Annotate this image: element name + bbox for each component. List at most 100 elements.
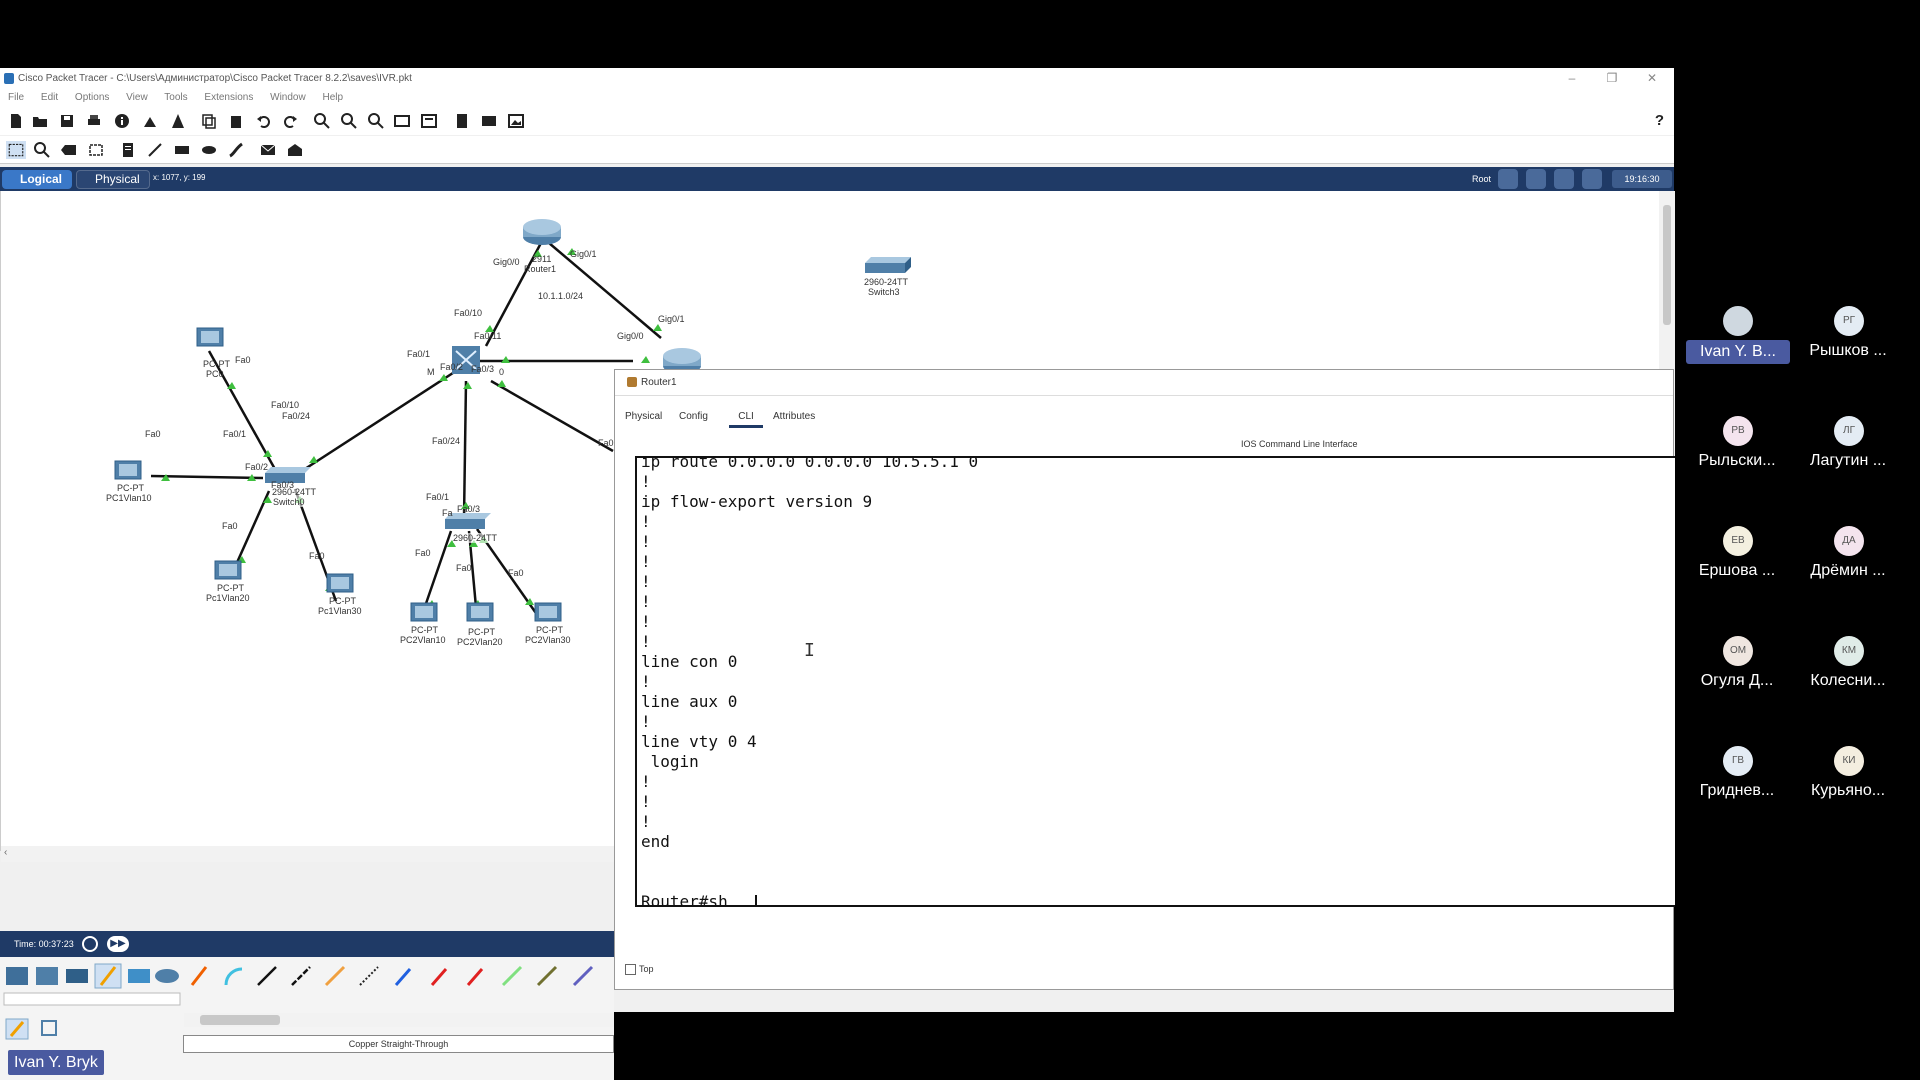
drawing-palette-icon[interactable] (394, 113, 410, 129)
delete-tool-icon[interactable] (61, 142, 77, 158)
tab-attributes[interactable]: Attributes (773, 411, 816, 422)
resize-tool-icon[interactable] (88, 142, 104, 158)
help-icon[interactable]: ? (1654, 112, 1664, 129)
tab-physical[interactable]: Physical (76, 170, 150, 189)
cluster-icon[interactable] (454, 113, 470, 129)
menu-edit[interactable]: Edit (40, 92, 59, 103)
usb-cable-icon (572, 965, 594, 987)
custom-device-icon[interactable] (421, 113, 437, 129)
scroll-left-icon[interactable]: ‹ (4, 847, 8, 858)
link-pc0-switch0 (207, 350, 278, 472)
paste-icon[interactable] (228, 113, 244, 129)
environment-icon[interactable] (1582, 169, 1602, 189)
pc0-model-label: PC-PT (203, 359, 230, 369)
menu-tools[interactable]: Tools (164, 92, 188, 103)
tab-physical-device[interactable]: Physical (625, 411, 663, 422)
menu-view[interactable]: View (126, 92, 148, 103)
clock: 19:16:30 (1612, 170, 1672, 188)
port-label: Fa0 (415, 548, 431, 558)
simulation-time: Time: 00:37:23 (14, 939, 74, 949)
avatar: ДА (1834, 526, 1864, 556)
pc1vlan10-model-label: PC-PT (117, 483, 144, 493)
tab-config[interactable]: Config (679, 411, 708, 422)
router1-title-bar[interactable]: Router1 (615, 370, 1673, 396)
device-list-icon[interactable] (481, 113, 497, 129)
zoom-reset-icon[interactable] (341, 113, 357, 129)
select-tool-icon[interactable] (6, 141, 26, 159)
pc0-name-label: PC0 (206, 369, 224, 379)
cloud-icon[interactable] (1526, 169, 1546, 189)
link-msw-switch0 (290, 369, 457, 480)
network-info-icon[interactable] (170, 113, 186, 129)
zoom-in-icon[interactable] (314, 113, 330, 129)
simple-pdu-icon[interactable] (260, 142, 276, 158)
image-icon[interactable] (508, 113, 524, 129)
inspect-tool-icon[interactable] (34, 142, 50, 158)
freeform-tool-icon[interactable] (228, 142, 244, 158)
back-icon[interactable] (1498, 169, 1518, 189)
straight-through-cable-icon (257, 966, 277, 986)
undo-icon[interactable] (256, 113, 272, 129)
ellipse-tool-icon[interactable] (201, 142, 217, 158)
new-file-icon[interactable] (8, 113, 24, 129)
pc2vlan30-name-label: PC2Vlan30 (525, 635, 571, 645)
restore-button[interactable]: ❐ (1606, 71, 1618, 85)
vertical-scrollbar-thumb[interactable] (1663, 205, 1671, 325)
minimize-button[interactable]: – (1568, 71, 1576, 85)
root-label: Root (1472, 174, 1492, 184)
selected-cable-label: Copper Straight-Through (183, 1035, 614, 1053)
activity-wizard-icon[interactable] (142, 113, 158, 129)
print-icon[interactable] (86, 113, 102, 129)
router1-model-label: 2911 (532, 254, 552, 264)
zoom-out-icon[interactable] (368, 113, 384, 129)
switch0-name-label: Switch0 (273, 497, 305, 507)
participant-tile[interactable]: Ivan Y. B... (1682, 306, 1792, 370)
menu-help[interactable]: Help (322, 92, 344, 103)
tab-logical[interactable]: Logical (2, 170, 72, 189)
line-tool-icon[interactable] (147, 142, 163, 158)
rectangle-tool-icon[interactable] (174, 142, 190, 158)
serial-dce-cable-icon (430, 968, 448, 986)
save-icon[interactable] (59, 113, 75, 129)
top-checkbox-box[interactable] (625, 964, 636, 976)
close-button[interactable]: ✕ (1646, 71, 1658, 85)
cli-terminal[interactable]: ip route 0.0.0.0 0.0.0.0 10.5.5.1 0 ! ip… (635, 456, 1675, 907)
note-tool-icon[interactable] (120, 142, 136, 158)
fast-forward-icon[interactable]: ▶▶ (107, 936, 129, 952)
menu-file[interactable]: File (8, 92, 25, 103)
menu-options[interactable]: Options (74, 92, 110, 103)
info-icon[interactable] (114, 113, 130, 129)
port-label: Fa0/3 (471, 364, 495, 374)
menu-window[interactable]: Window (270, 92, 306, 103)
complex-pdu-icon[interactable] (287, 142, 303, 158)
power-cycle-icon[interactable] (82, 936, 98, 952)
title-bar: Cisco Packet Tracer - C:\Users\Администр… (0, 68, 1674, 89)
avatar (1723, 306, 1753, 336)
avatar: ОМ (1723, 636, 1753, 666)
tab-cli[interactable]: CLI (729, 410, 763, 428)
link-pc1vlan10-switch0 (150, 474, 264, 480)
port-label: Fa0 (508, 568, 524, 578)
avatar: ГВ (1723, 746, 1753, 776)
open-folder-icon[interactable] (32, 113, 48, 129)
top-checkbox[interactable]: Top (625, 964, 654, 976)
participant-name: Рышков ... (1809, 342, 1887, 359)
horizontal-scrollbar[interactable]: ‹ (1, 846, 615, 862)
participant-name: Рыльски... (1698, 452, 1776, 469)
copy-icon[interactable] (201, 113, 217, 129)
viewport-icon[interactable] (1554, 169, 1574, 189)
menu-extensions[interactable]: Extensions (204, 92, 254, 103)
redo-icon[interactable] (282, 113, 298, 129)
pc1vlan20-name-label: Pc1Vlan20 (206, 593, 250, 603)
device-search-field (3, 992, 181, 1006)
router1-name-label: Router1 (524, 264, 557, 274)
